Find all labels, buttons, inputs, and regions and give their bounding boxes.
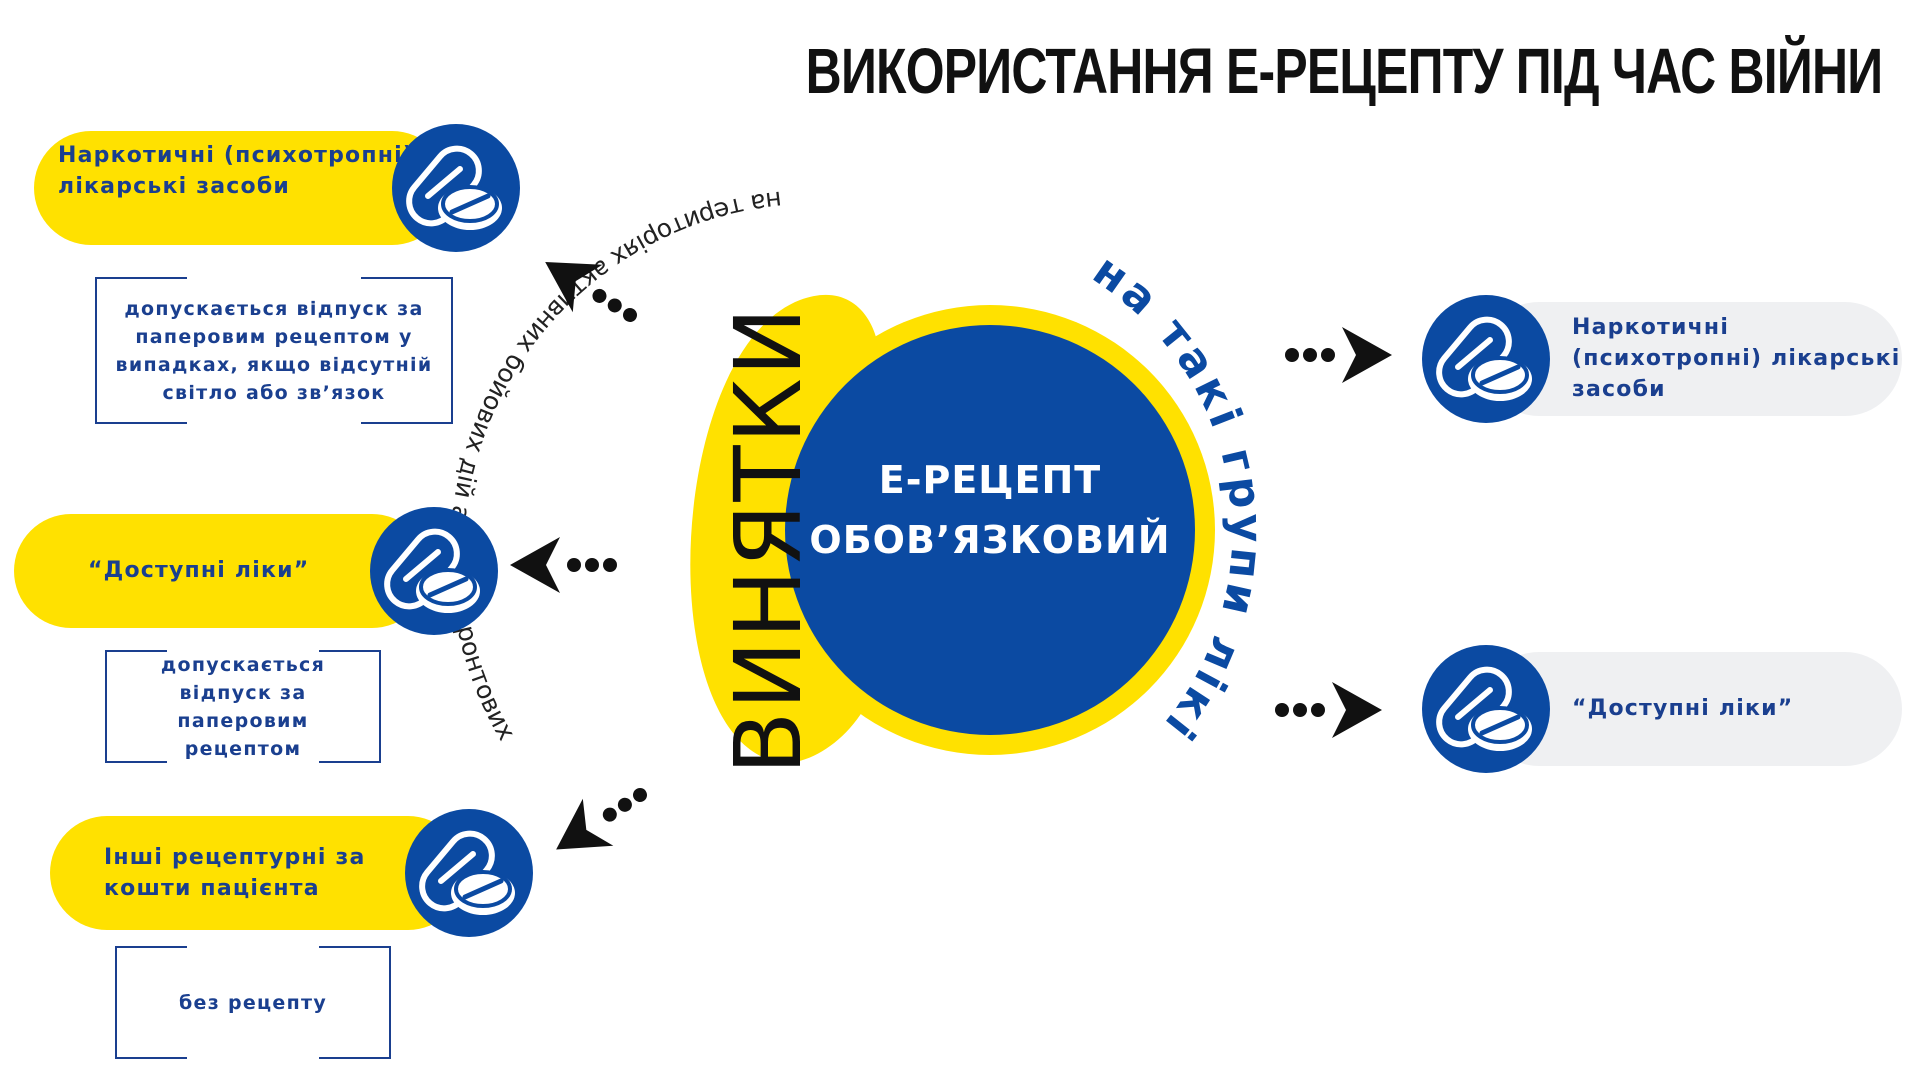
left-item-available: “Доступні ліки” <box>14 507 504 635</box>
left-note-available-text: допускається відпуск за паперовим рецепт… <box>160 653 326 760</box>
pill-capsule-icon <box>1422 645 1550 773</box>
right-item-available-label: “Доступні ліки” <box>1572 696 1794 721</box>
exceptions-label: ВИНЯТКИ <box>715 305 822 774</box>
center-label-line1: Е-РЕЦЕПТ <box>878 458 1102 502</box>
arrow-left-3-icon <box>540 767 662 873</box>
right-item-available: “Доступні ліки” <box>1422 645 1902 773</box>
arrow-left-2-icon <box>510 537 617 593</box>
right-item-narcotic-label: Наркотичні (психотропні) лікарські засоб… <box>1572 315 1901 402</box>
left-note-available: допускається відпуск за паперовим рецепт… <box>105 650 381 763</box>
left-item-narcotic: Наркотичні (психотропні) лікарські засоб… <box>34 124 524 252</box>
left-note-other: без рецепту <box>115 946 391 1059</box>
left-item-available-label: “Доступні ліки” <box>88 558 310 583</box>
pill-capsule-icon <box>405 809 533 937</box>
center-label-line2: ОБОВ’ЯЗКОВИЙ <box>809 518 1171 562</box>
left-note-other-text: без рецепту <box>178 991 328 1014</box>
arrow-right-2-icon <box>1275 682 1382 738</box>
left-note-narcotic: допускається відпуск за паперовим рецепт… <box>95 277 453 424</box>
pill-capsule-icon <box>392 124 520 252</box>
left-item-narcotic-label: Наркотичні (психотропні) лікарські засоб… <box>58 143 415 199</box>
page-title: ВИКОРИСТАННЯ Е-РЕЦЕПТУ ПІД ЧАС ВІЙНИ <box>805 35 1882 107</box>
arrow-right-1-icon <box>1285 327 1392 383</box>
pill-capsule-icon <box>1422 295 1550 423</box>
left-note-narcotic-text: допускається відпуск за паперовим рецепт… <box>115 297 433 404</box>
left-item-other-label: Інші рецептурні за кошти пацієнта <box>104 845 366 901</box>
pill-capsule-icon <box>370 507 498 635</box>
left-item-other: Інші рецептурні за кошти пацієнта <box>50 809 540 937</box>
right-item-narcotic: Наркотичні (психотропні) лікарські засоб… <box>1422 295 1902 423</box>
center-label: Е-РЕЦЕПТ ОБОВ’ЯЗКОВИЙ <box>790 450 1190 570</box>
center-circle <box>785 325 1195 735</box>
